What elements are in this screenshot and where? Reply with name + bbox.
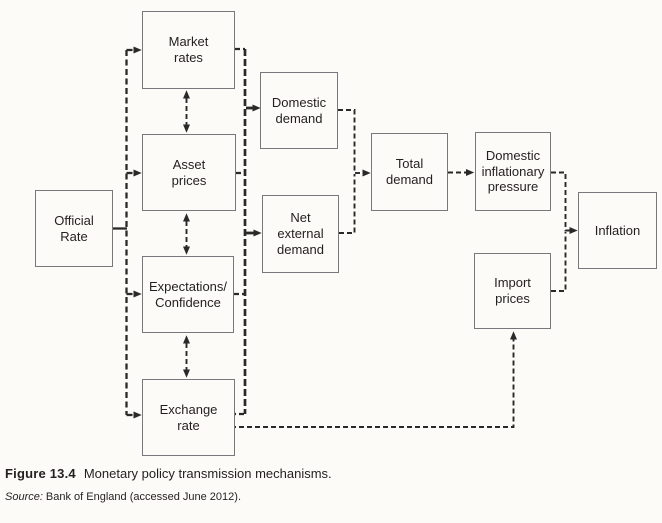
demand-merge-lines [338, 109, 371, 234]
figure-caption-title: Monetary policy transmission mechanisms. [83, 466, 332, 481]
node-total-demand: Total demand [371, 133, 448, 211]
node-market-rates: Market rates [142, 11, 235, 89]
figure-source: Source:Bank of England (accessed June 20… [5, 491, 241, 503]
inflation-merge-lines [551, 171, 578, 292]
node-net-external-demand: Net external demand [262, 195, 339, 273]
figure-caption: Figure 13.4 Monetary policy transmission … [5, 466, 332, 481]
node-import-prices: Import prices [474, 253, 551, 329]
arrow-to-inflation [551, 171, 578, 234]
node-expectations-confidence: Expectations/ Confidence [142, 256, 234, 333]
node-official-rate: Official Rate [35, 190, 113, 267]
arrow-exchange-to-import-prices [231, 331, 517, 428]
node-asset-prices: Asset prices [142, 134, 236, 211]
figure-source-text: Bank of England (accessed June 2012). [45, 491, 241, 503]
node-inflation: Inflation [578, 192, 657, 269]
node-domestic-inflationary-pressure: Domestic inflationary pressure [475, 132, 551, 211]
collector-lines [231, 47, 262, 416]
node-exchange-rate: Exchange rate [142, 379, 235, 456]
node-domestic-demand: Domestic demand [260, 72, 338, 149]
figure-caption-label: Figure 13.4 [5, 466, 76, 481]
left-branch-lines [125, 46, 142, 419]
figure-source-label: Source: [5, 491, 43, 503]
